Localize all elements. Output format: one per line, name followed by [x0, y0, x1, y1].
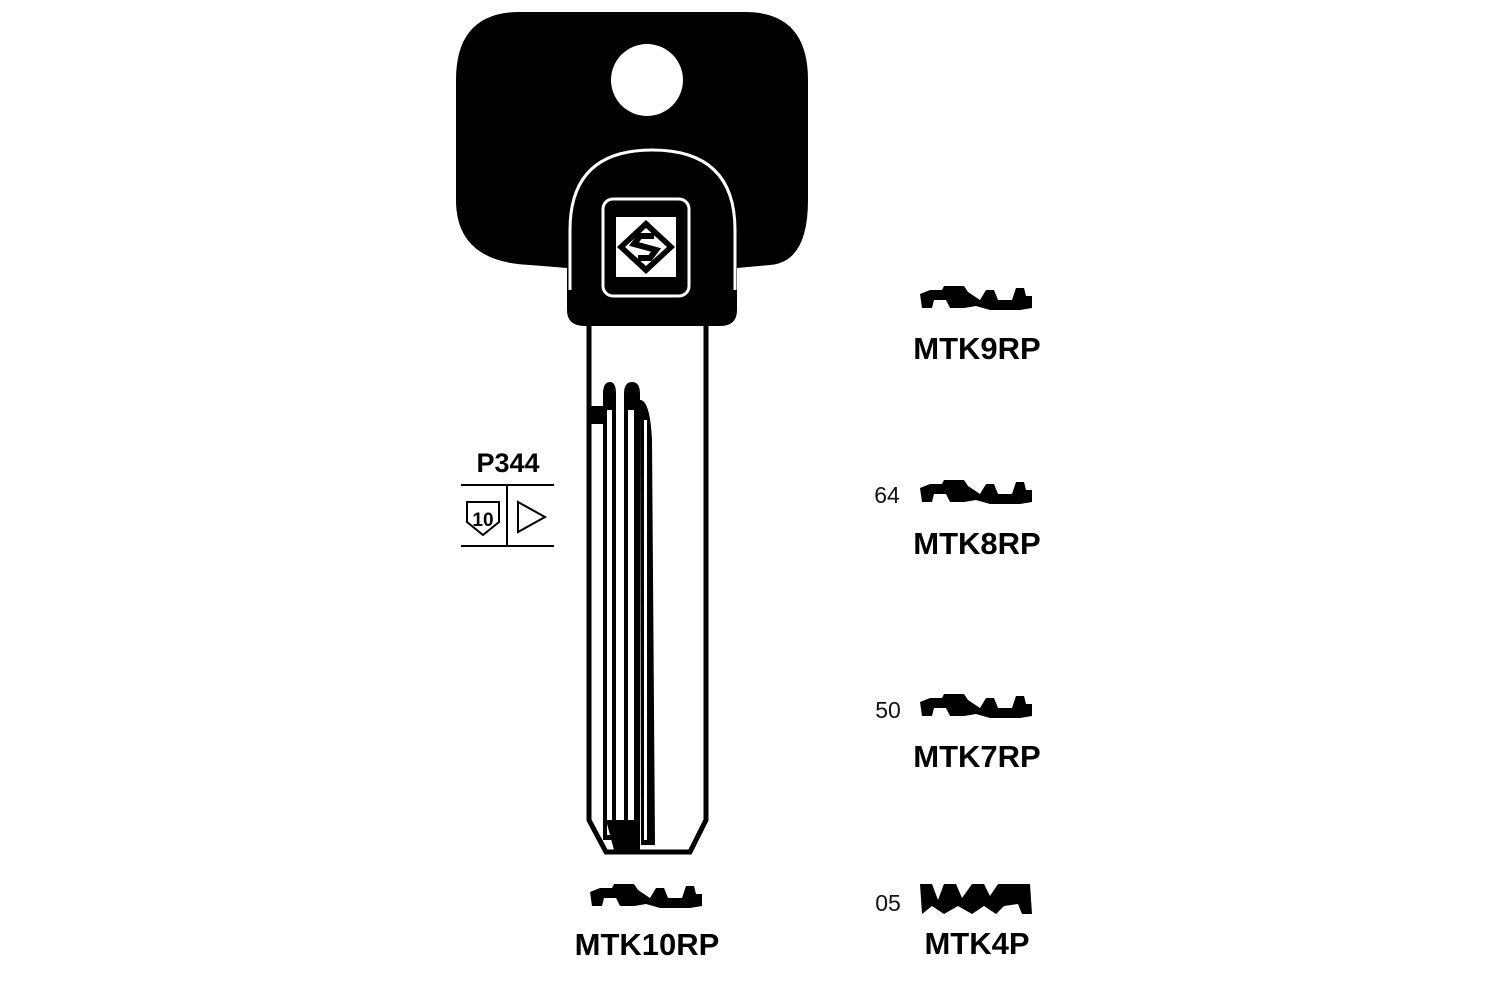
- shield-number: 10: [472, 510, 493, 531]
- main-profile-label: MTK10RP: [574, 927, 720, 962]
- key-ring-hole: [611, 44, 683, 116]
- shield-10-icon: [466, 501, 500, 537]
- profile-number: 64: [874, 482, 900, 508]
- profile-label: MTK7RP: [913, 739, 1041, 774]
- profile-mtk9rp-icon: [920, 286, 1032, 310]
- profile-mtk8rp-icon: [920, 480, 1032, 504]
- profile-mtk7rp-icon: [920, 694, 1032, 718]
- profile-mtk4p-icon: [920, 884, 1032, 914]
- profile-label: MTK4P: [924, 926, 1030, 961]
- blank-symbol-box: [461, 484, 554, 547]
- profile-number: 50: [875, 697, 901, 723]
- key-blade: [586, 326, 709, 855]
- profile-label: MTK8RP: [913, 526, 1041, 561]
- profile-label: MTK9RP: [913, 331, 1041, 366]
- blank-code: P344: [476, 448, 540, 478]
- brand-logo-icon: [601, 197, 691, 298]
- direction-triangle-icon: [517, 500, 548, 534]
- profile-number: 05: [875, 890, 901, 916]
- profile-mtk10rp-icon: [590, 884, 702, 908]
- key-head: [456, 12, 808, 326]
